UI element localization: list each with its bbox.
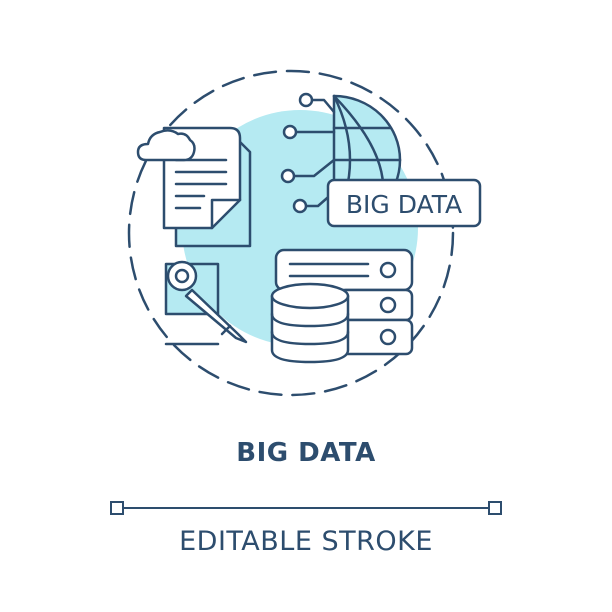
signature-pen-icon	[164, 260, 248, 346]
big-data-tag	[326, 178, 482, 228]
big-data-tag-label: BIG DATA	[346, 190, 462, 219]
dashed-circle	[127, 69, 455, 397]
divider-stroke	[118, 507, 494, 509]
document-cloud-icon	[136, 126, 252, 248]
divider-handle-right	[488, 501, 502, 515]
database-icon	[270, 282, 350, 364]
server-rack-icon	[274, 248, 414, 356]
subtitle: EDITABLE STROKE	[179, 526, 433, 557]
divider-handle-left	[110, 501, 124, 515]
divider-line	[110, 501, 502, 515]
page-title: BIG DATA	[236, 438, 376, 468]
